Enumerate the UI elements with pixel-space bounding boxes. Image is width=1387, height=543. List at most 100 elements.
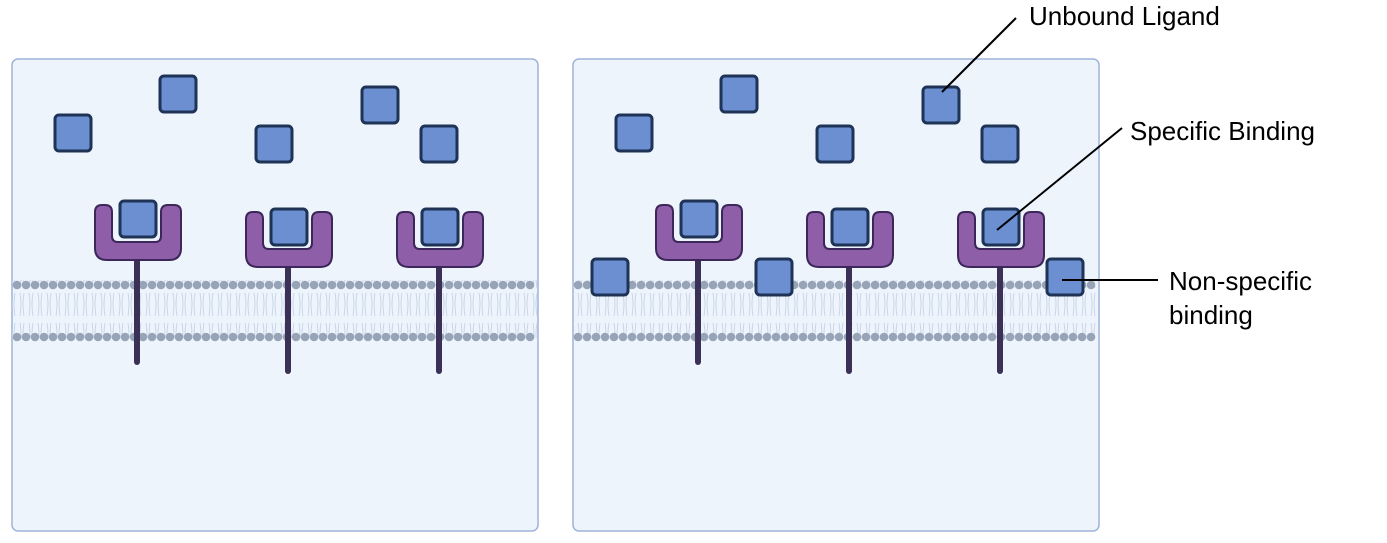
right-panel	[572, 58, 1100, 532]
label-specific-binding: Specific Binding	[1130, 116, 1315, 146]
lipid-head	[987, 280, 997, 290]
lipid-head	[753, 332, 763, 342]
lipid-head	[453, 280, 463, 290]
lipid-head	[183, 280, 193, 290]
lipid-head	[444, 280, 454, 290]
lipid-head	[399, 280, 409, 290]
lipid-head	[48, 332, 58, 342]
right-membrane	[573, 280, 1099, 342]
receptor-icon	[957, 211, 1045, 268]
lipid-head	[507, 332, 517, 342]
lipid-head	[228, 280, 238, 290]
lipid-head	[39, 332, 49, 342]
lipid-head	[573, 332, 583, 342]
callout-specific-binding: Specific Binding	[996, 116, 1315, 231]
lipid-head	[372, 332, 382, 342]
lipid-head	[372, 280, 382, 290]
lipid-head	[942, 332, 952, 342]
callout-unbound-ligand: Unbound Ligand	[941, 1, 1220, 93]
lipid-head	[888, 280, 898, 290]
lipid-head	[462, 332, 472, 342]
lipid-head	[735, 332, 745, 342]
lipid-head	[780, 332, 790, 342]
lipid-head	[318, 332, 328, 342]
lipid-head	[507, 280, 517, 290]
lipid-head	[93, 332, 103, 342]
lipid-head	[156, 332, 166, 342]
lipid-head	[1014, 280, 1024, 290]
lipid-head	[345, 280, 355, 290]
lipid-head	[444, 332, 454, 342]
lipid-head	[30, 280, 40, 290]
lipid-head	[120, 280, 130, 290]
lipid-head	[57, 332, 67, 342]
lipid-head	[1086, 280, 1096, 290]
lipid-head	[906, 332, 916, 342]
lipid-head	[645, 332, 655, 342]
lipid-head	[834, 332, 844, 342]
lipid-head	[636, 332, 646, 342]
ligand-square-icon	[269, 207, 309, 247]
lipid-head	[147, 280, 157, 290]
ligand-square-icon	[815, 124, 855, 164]
lipid-head	[174, 280, 184, 290]
lipid-head	[1032, 280, 1042, 290]
lipid-head	[93, 280, 103, 290]
lipid-head	[489, 280, 499, 290]
lipid-head	[75, 280, 85, 290]
lipid-head	[969, 332, 979, 342]
lipid-head	[960, 280, 970, 290]
lipid-head	[201, 280, 211, 290]
lipid-head	[744, 332, 754, 342]
ligand-square-icon	[419, 124, 459, 164]
lipid-head	[852, 332, 862, 342]
lipid-head	[21, 332, 31, 342]
lipid-head	[489, 332, 499, 342]
callout-nonspecific-binding: Non-specific binding	[1062, 266, 1312, 330]
lipid-head	[1068, 332, 1078, 342]
lipid-head	[573, 280, 583, 290]
lipid-head	[870, 332, 880, 342]
lipid-head	[309, 332, 319, 342]
lipid-head	[408, 280, 418, 290]
lipid-head	[699, 332, 709, 342]
lipid-head	[672, 332, 682, 342]
ligand-square-icon	[360, 85, 400, 125]
lipid-head	[1086, 332, 1096, 342]
left-receptor-2	[245, 207, 333, 374]
receptor-icon	[245, 211, 333, 268]
nonspecific-ligand-icon	[1045, 257, 1085, 297]
receptor-icon	[806, 211, 894, 268]
receptor-icon	[94, 204, 182, 261]
lipid-head	[354, 332, 364, 342]
lipid-head	[717, 332, 727, 342]
lipid-head	[138, 280, 148, 290]
ligand-square-icon	[118, 199, 158, 239]
lipid-head	[192, 332, 202, 342]
lipid-head	[417, 332, 427, 342]
lipid-head	[681, 332, 691, 342]
lipid-head	[345, 332, 355, 342]
lipid-head	[354, 280, 364, 290]
lipid-head	[327, 332, 337, 342]
lipid-head	[627, 332, 637, 342]
ligand-square-icon	[53, 113, 93, 153]
lipid-head	[426, 280, 436, 290]
lipid-head	[516, 332, 526, 342]
lipid-head	[264, 280, 274, 290]
lipid-head	[237, 280, 247, 290]
ligand-square-icon	[719, 74, 759, 114]
lipid-head	[1005, 280, 1015, 290]
left-receptor-3	[396, 207, 484, 374]
lipid-head	[699, 280, 709, 290]
lipid-head	[879, 280, 889, 290]
lipid-head	[933, 332, 943, 342]
receptor-icon	[396, 211, 484, 268]
lipid-head	[138, 332, 148, 342]
lipid-head	[525, 280, 535, 290]
lipid-head	[363, 280, 373, 290]
lipid-head	[645, 280, 655, 290]
lipid-head	[915, 280, 925, 290]
lipid-head	[183, 332, 193, 342]
